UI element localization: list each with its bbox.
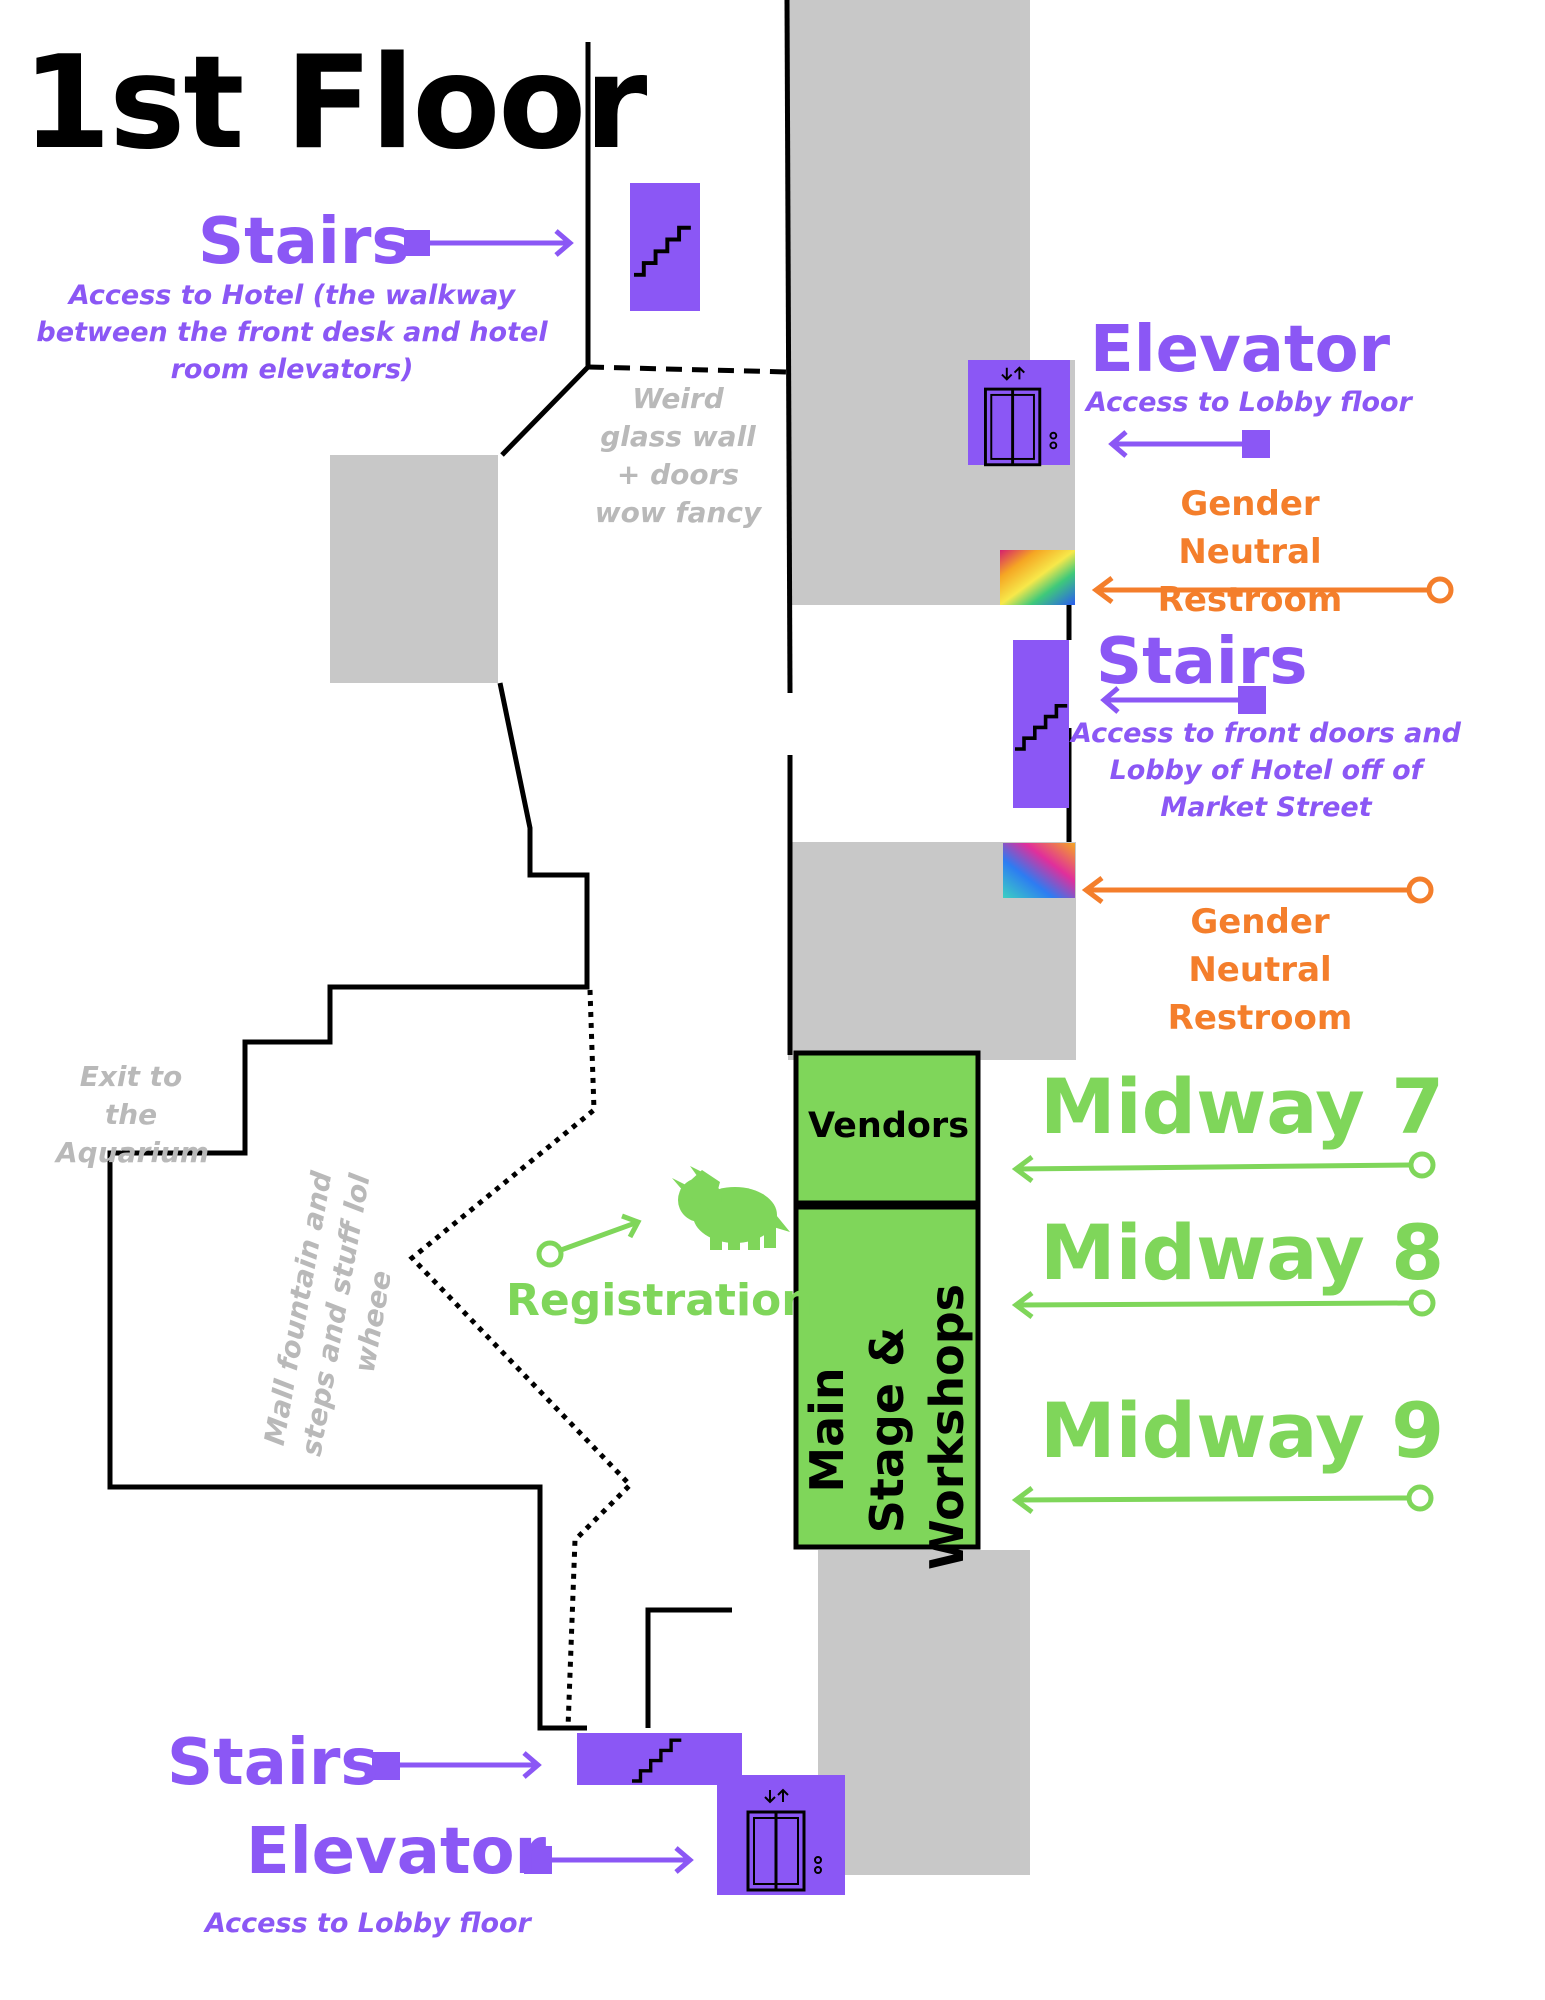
vendors-room[interactable] <box>793 1050 981 1206</box>
restroom-1-label: Gender Neutral Restroom <box>1157 484 1343 620</box>
elevator-top-note: Access to Lobby floor <box>1086 387 1412 418</box>
stairs-top-block <box>630 183 700 311</box>
stairs-right-label: Stairs <box>1096 625 1308 699</box>
rainbow-restroom-icon <box>1000 550 1075 605</box>
stairs-bottom-label: Stairs <box>167 1726 379 1800</box>
exit-aquarium-note: Exit to the Aquarium <box>56 1060 210 1169</box>
main-stage-label: Main Stage & Workshops <box>800 1283 974 1570</box>
midway-7-label: Midway 7 <box>1040 1062 1445 1151</box>
vendors-label: Vendors <box>808 1106 970 1146</box>
restroom-2-label: Gender Neutral Restroom <box>1167 902 1353 1038</box>
midway-9-label: Midway 9 <box>1040 1386 1445 1475</box>
glass-wall-note: Weird glass wall + doors wow fancy <box>594 382 762 529</box>
stairs-top-note: Access to Hotel (the walkway between the… <box>36 280 548 385</box>
rainbow-restroom-icon <box>1003 843 1075 898</box>
grey-block-top <box>788 0 1030 605</box>
stairs-right-note: Access to front doors and Lobby of Hotel… <box>1071 718 1461 823</box>
glass-wall <box>587 364 789 375</box>
elevator-top-label: Elevator <box>1090 313 1391 387</box>
triceratops-icon <box>672 1166 790 1250</box>
registration-label: Registration <box>506 1275 813 1326</box>
stairs-top-label: Stairs <box>198 205 410 279</box>
map-title: 1st Floor <box>22 29 647 178</box>
elevator-bottom-label: Elevator <box>246 1815 547 1889</box>
midway-8-label: Midway 8 <box>1040 1208 1445 1297</box>
grey-block-left <box>330 455 498 683</box>
main-stage-room[interactable] <box>793 1204 981 1550</box>
elevator-bottom-block <box>717 1775 845 1895</box>
grey-block-bottom <box>818 1550 1030 1875</box>
elevator-bottom-note: Access to Lobby floor <box>205 1908 531 1939</box>
stairs-right-block <box>1013 640 1069 808</box>
mall-boundary <box>408 989 634 1729</box>
